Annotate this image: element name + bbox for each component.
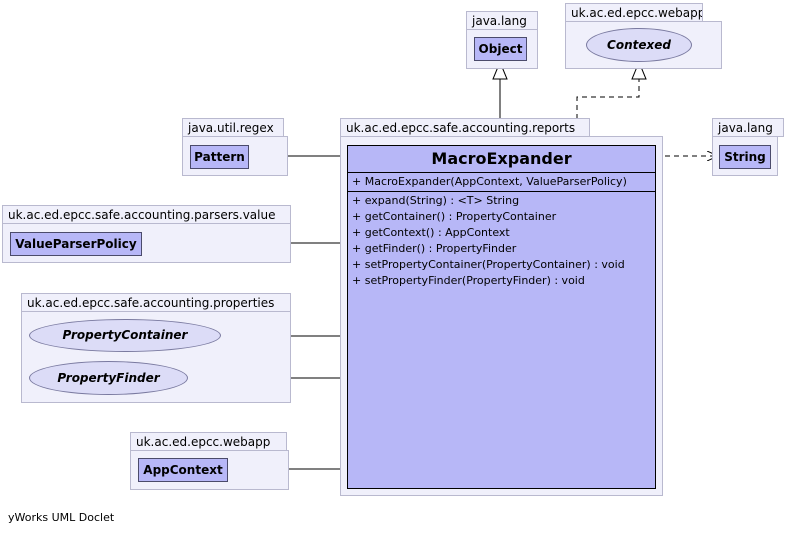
package-tab-properties: uk.ac.ed.epcc.safe.accounting.properties — [21, 293, 291, 312]
operation-get-container: + getContainer() : PropertyContainer — [352, 210, 557, 223]
class-value-parser-policy[interactable]: ValueParserPolicy — [10, 232, 142, 256]
class-string[interactable]: String — [719, 145, 771, 169]
operation-expand: + expand(String) : <T> String — [352, 194, 520, 207]
generalization-triangle-object — [492, 60, 508, 80]
package-tab-webapp-bottom: uk.ac.ed.epcc.webapp — [130, 432, 287, 451]
interface-property-container[interactable]: PropertyContainer — [29, 319, 221, 352]
package-tab-webapp-top: uk.ac.ed.epcc.webapp — [565, 3, 703, 22]
constructor-macro-expander: + MacroExpander(AppContext, ValueParserP… — [352, 175, 627, 188]
realization-triangle-contexed — [631, 60, 647, 80]
package-tab-java-util-regex: java.util.regex — [182, 118, 284, 137]
operation-set-property-container: + setPropertyContainer(PropertyContainer… — [352, 258, 625, 271]
constructors-section: + MacroExpander(AppContext, ValueParserP… — [348, 173, 655, 192]
class-macro-expander[interactable]: MacroExpander + MacroExpander(AppContext… — [347, 145, 656, 489]
edge-implements-contexed — [576, 79, 640, 146]
operation-get-context: + getContext() : AppContext — [352, 226, 510, 239]
interface-contexed[interactable]: Contexed — [586, 28, 692, 62]
class-app-context[interactable]: AppContext — [138, 458, 228, 482]
footer-credit: yWorks UML Doclet — [8, 511, 115, 524]
package-tab-parsers-value: uk.ac.ed.epcc.safe.accounting.parsers.va… — [2, 205, 291, 224]
interface-property-finder[interactable]: PropertyFinder — [29, 361, 188, 395]
class-pattern[interactable]: Pattern — [190, 145, 249, 169]
operation-set-property-finder: + setPropertyFinder(PropertyFinder) : vo… — [352, 274, 585, 287]
package-tab-java-lang-top: java.lang — [466, 11, 538, 30]
package-tab-reports: uk.ac.ed.epcc.safe.accounting.reports — [340, 118, 590, 137]
package-tab-java-lang-right: java.lang — [712, 118, 784, 137]
class-name-macro-expander: MacroExpander — [348, 146, 655, 173]
operation-get-finder: + getFinder() : PropertyFinder — [352, 242, 517, 255]
class-object[interactable]: Object — [474, 37, 527, 61]
operations-section: + expand(String) : <T> String + getConta… — [348, 192, 655, 290]
